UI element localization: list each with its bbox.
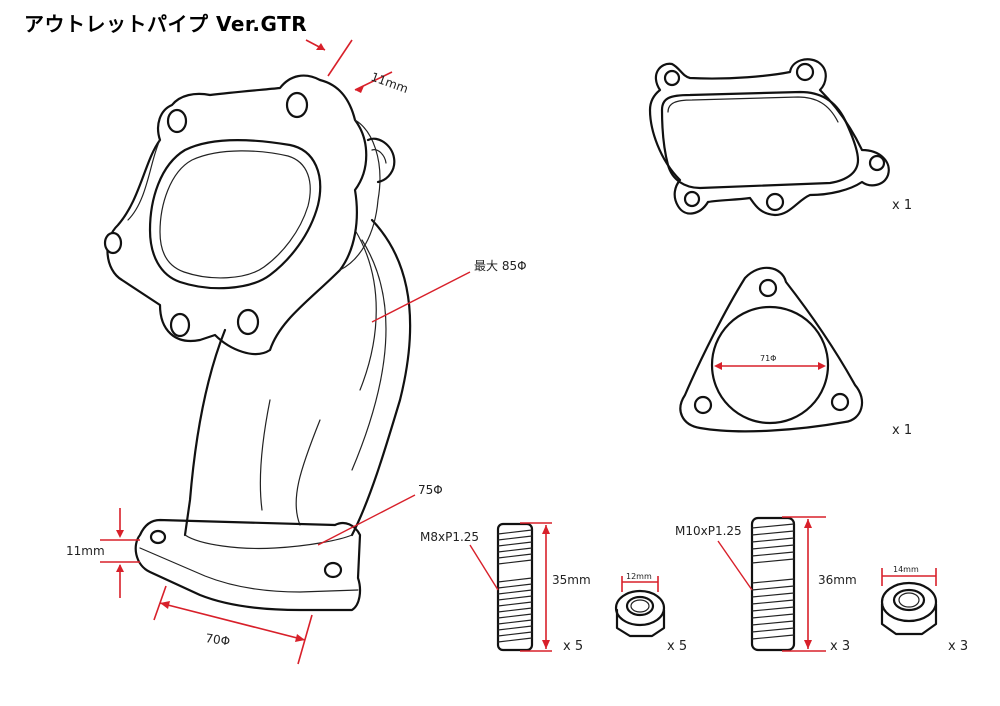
label-m10-length: 36mm	[818, 573, 857, 587]
qty-m8-nut: x 5	[667, 639, 687, 654]
dim-bottom-diameter: 70Φ	[153, 585, 313, 665]
label-gasket-bore: 71Φ	[760, 354, 776, 363]
m10-nut: 14mm x 3	[880, 565, 968, 654]
qty-m10-stud: x 3	[830, 639, 850, 654]
label-outlet-diameter: 75Φ	[418, 483, 443, 497]
dim-top-flange-thickness: 11mm	[305, 39, 410, 96]
label-m8-nut-width: 12mm	[626, 572, 652, 581]
turbine-gasket: x 1	[648, 58, 912, 217]
m10-stud: M10xP1.25 36mm x 3	[675, 516, 857, 654]
dim-bottom-flange-thickness: 11mm	[66, 508, 140, 598]
outlet-pipe	[103, 74, 412, 612]
label-m8-spec: M8xP1.25	[420, 530, 479, 544]
label-bottom-thickness: 11mm	[66, 544, 105, 558]
label-max-diameter: 最大 85Φ	[474, 259, 527, 273]
triangle-gasket: 71Φ x 1	[679, 266, 912, 438]
m8-stud: M8xP1.25 35mm x 5	[420, 522, 591, 654]
qty-m10-nut: x 3	[948, 639, 968, 654]
label-m10-nut-width: 14mm	[893, 565, 919, 574]
label-m10-spec: M10xP1.25	[675, 524, 742, 538]
label-m8-length: 35mm	[552, 573, 591, 587]
qty-turbine-gasket: x 1	[892, 198, 912, 213]
label-bottom-diameter: 70Φ	[205, 631, 231, 648]
m8-nut: 12mm x 5	[614, 572, 687, 654]
qty-triangle-gasket: x 1	[892, 423, 912, 438]
dim-max-diameter: 最大 85Φ	[371, 259, 527, 323]
dim-outlet-diameter: 75Φ	[317, 483, 443, 546]
qty-m8-stud: x 5	[563, 639, 583, 654]
page-title: アウトレットパイプ Ver.GTR	[24, 12, 308, 36]
